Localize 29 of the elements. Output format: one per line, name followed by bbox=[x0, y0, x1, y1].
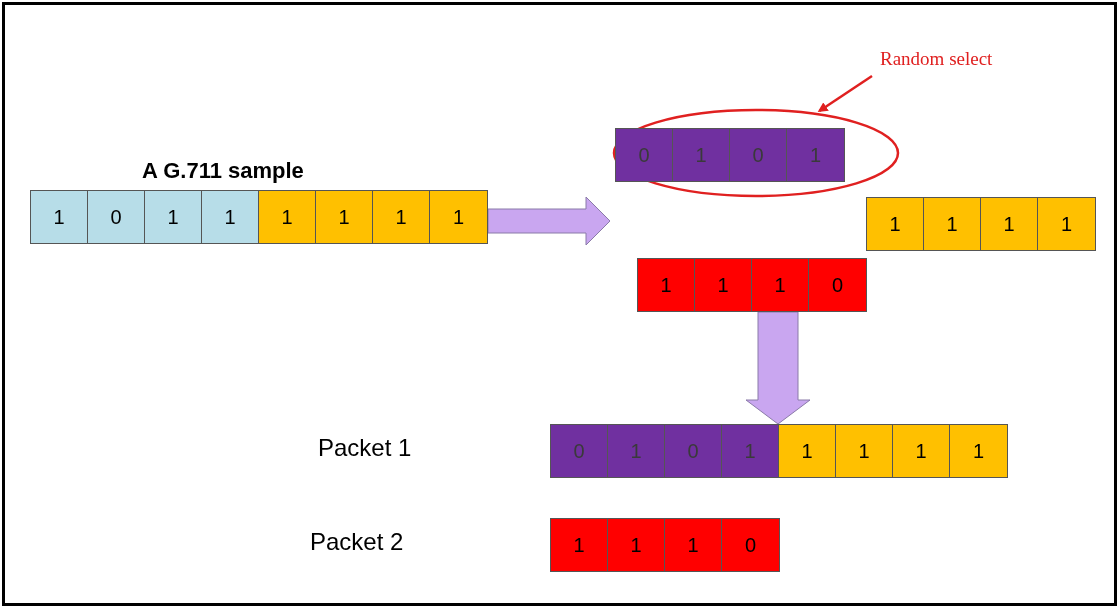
bit-cell: 1 bbox=[259, 191, 316, 243]
bit-cell: 1 bbox=[316, 191, 373, 243]
bit-cell: 0 bbox=[88, 191, 145, 243]
bit-cell: 1 bbox=[836, 425, 893, 477]
bit-cell: 1 bbox=[779, 425, 836, 477]
bit-cell: 1 bbox=[373, 191, 430, 243]
selection-ellipse bbox=[612, 108, 900, 198]
bit-row bbox=[550, 424, 1008, 478]
row-heading: A G.711 sample bbox=[142, 158, 305, 184]
leader-arrow bbox=[817, 74, 873, 113]
block-arrow bbox=[745, 311, 811, 425]
block-arrow bbox=[487, 196, 611, 246]
bit-cell: 1 bbox=[722, 425, 779, 477]
bit-row bbox=[550, 518, 780, 572]
callout-text: Random select bbox=[880, 48, 993, 70]
bit-cell: 1 bbox=[430, 191, 487, 243]
bit-cell: 1 bbox=[950, 425, 1007, 477]
bit-cell: 1 bbox=[31, 191, 88, 243]
packet-label: Packet 1 bbox=[318, 434, 412, 462]
bit-row bbox=[637, 258, 867, 312]
bit-cell: 1 bbox=[145, 191, 202, 243]
bit-row bbox=[866, 197, 1096, 251]
bit-cell: 0 bbox=[551, 425, 608, 477]
packet-label: Packet 2 bbox=[310, 528, 404, 556]
bit-row bbox=[615, 128, 845, 182]
bit-cell: 0 bbox=[665, 425, 722, 477]
bit-cell: 1 bbox=[608, 425, 665, 477]
bit-cell: 1 bbox=[202, 191, 259, 243]
bit-cell: 1 bbox=[893, 425, 950, 477]
